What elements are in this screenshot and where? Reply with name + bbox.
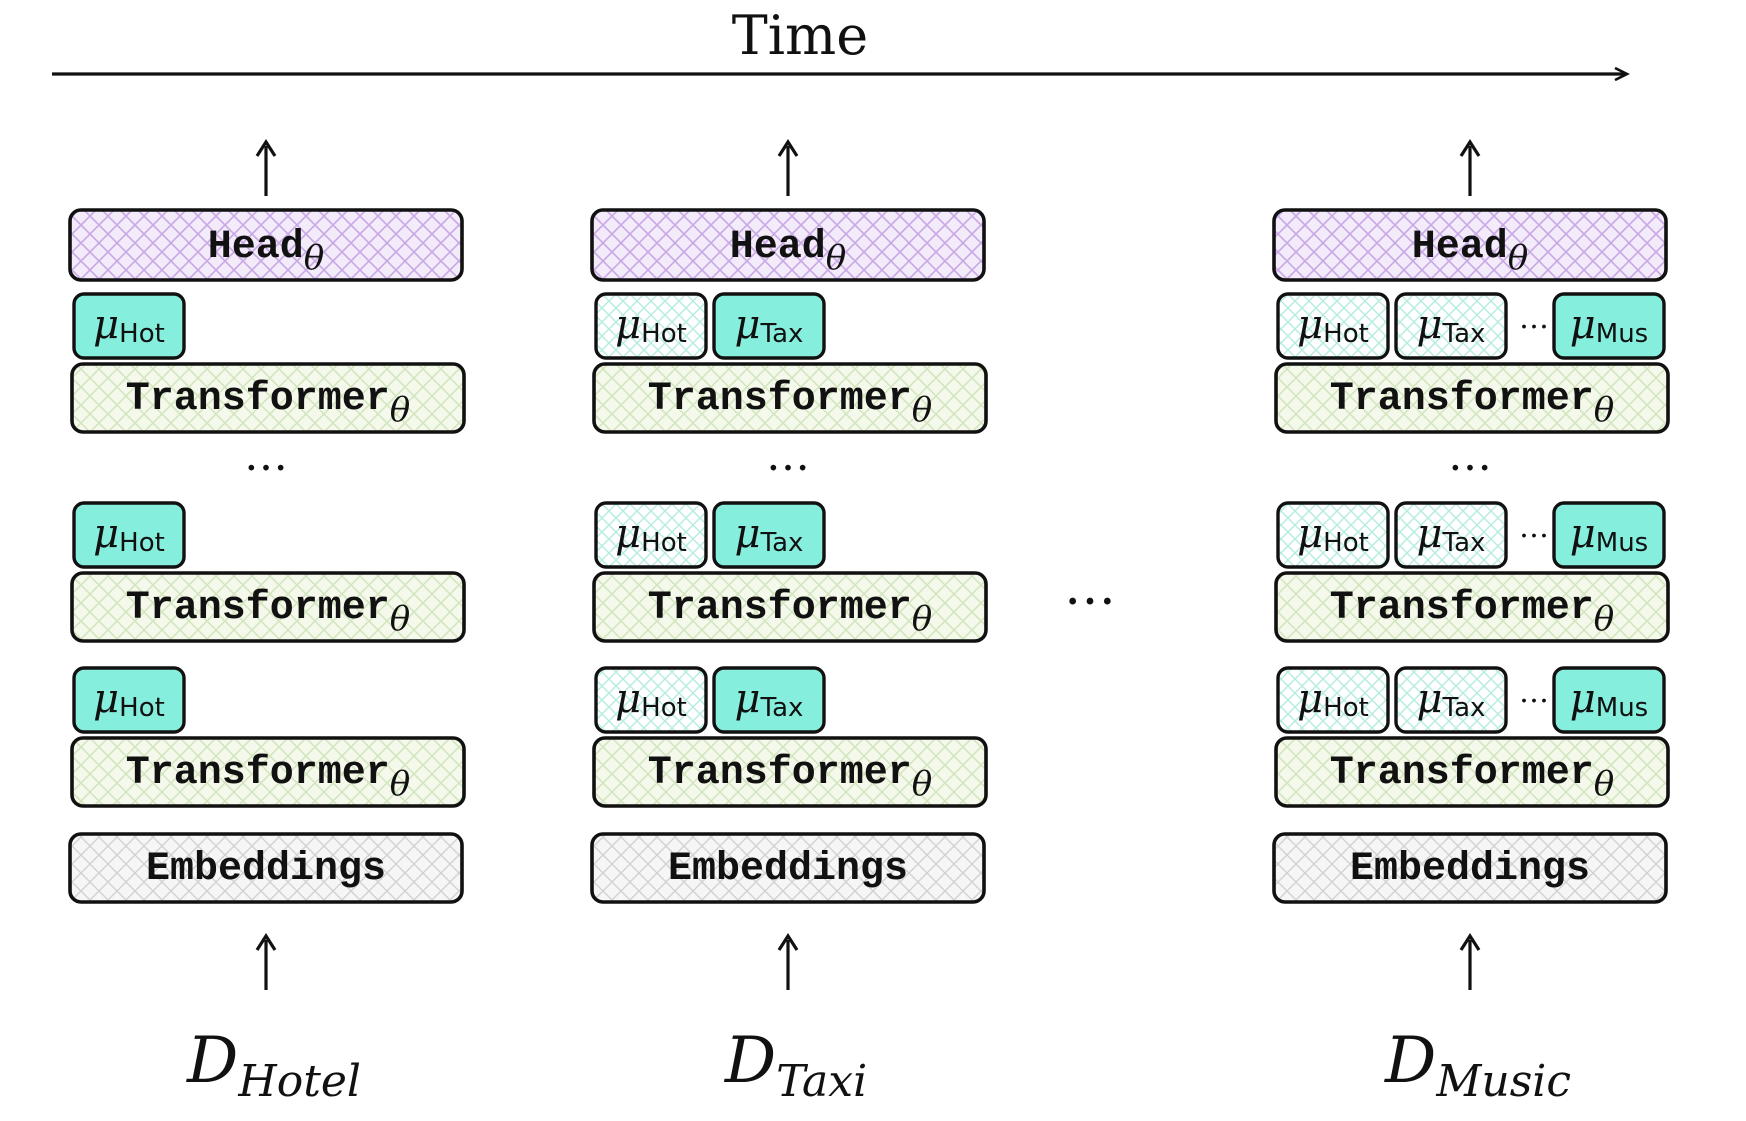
- col2-block2-adapter-hot-label: μHot: [615, 511, 687, 558]
- col3-block1-transformer-label: Transformerθ: [1330, 377, 1615, 430]
- col2-head-label: Headθ: [730, 225, 847, 278]
- col3-block2-transformer-label: Transformerθ: [1330, 586, 1615, 639]
- col3-block3-adapter-mus-box: [1552, 666, 1666, 734]
- col1-block1-adapter-hot-box: [72, 292, 186, 360]
- col1-block1-transformer-label: Transformerθ: [126, 377, 411, 430]
- col3-block3-adapter-tax-box: [1394, 666, 1508, 734]
- col3-block3-adapter-mus-label: μMus: [1570, 676, 1648, 723]
- col2-block2-transformer-label: Transformerθ: [648, 586, 933, 639]
- col2-block3-adapter-tax-box: [712, 666, 826, 734]
- col1-block2-adapter-hot-box: [72, 501, 186, 569]
- col2-block3-adapter-hot-box: [594, 666, 708, 734]
- col3-block2-transformer-box: [1274, 571, 1670, 643]
- col1-block2-transformer-label: Transformerθ: [126, 586, 411, 639]
- col3-embeddings-label: Embeddings: [1350, 847, 1590, 892]
- col1-block3-transformer-box: [70, 736, 466, 808]
- col2-block3-transformer-label: Transformerθ: [648, 751, 933, 804]
- col2-layer-ellipsis: …: [766, 430, 810, 481]
- col3-block3-adapter-hot-label: μHot: [1297, 676, 1369, 723]
- col1-dataset-label: DHotel: [186, 1024, 361, 1107]
- col3-block2-adapter-hot-box: [1276, 501, 1390, 569]
- col2-embeddings-label: Embeddings: [668, 847, 908, 892]
- col3-embeddings-box: [1272, 832, 1668, 904]
- col1-block1-adapter-hot-label: μHot: [93, 302, 165, 349]
- col3-output-arrow-head: [1459, 139, 1481, 157]
- col1-head-box: [68, 208, 464, 282]
- col1-layer-ellipsis: …: [244, 430, 288, 481]
- col1-block3-adapter-hot-box: [72, 666, 186, 734]
- col3-head-label: Headθ: [1412, 225, 1529, 278]
- col3-head-box: [1272, 208, 1668, 282]
- col3-block2-adapter-mus-box: [1552, 501, 1666, 569]
- col1-block3-transformer-label: Transformerθ: [126, 751, 411, 804]
- col2-block3-adapter-tax-label: μTax: [735, 676, 804, 723]
- col1-embeddings-box: [68, 832, 464, 904]
- col3-block1-adapter-tax-label: μTax: [1417, 302, 1486, 349]
- col1-block3-adapter-hot-label: μHot: [93, 676, 165, 723]
- col3-block2-adapter-ellipsis: …: [1519, 510, 1549, 545]
- time-label: Time: [732, 4, 868, 67]
- col1-embeddings-label: Embeddings: [146, 847, 386, 892]
- col3-block2-adapter-tax-label: μTax: [1417, 511, 1486, 558]
- col2-block3-adapter-hot-label: μHot: [615, 676, 687, 723]
- col3-block2-adapter-mus-label: μMus: [1570, 511, 1648, 558]
- col2-block3-transformer-box: [592, 736, 988, 808]
- col2-block1-adapter-hot-box: [594, 292, 708, 360]
- col3-block3-adapter-hot-box: [1276, 666, 1390, 734]
- col1-block2-transformer-box: [70, 571, 466, 643]
- col2-head-box: [590, 208, 986, 282]
- col3-block3-adapter-tax-label: μTax: [1417, 676, 1486, 723]
- col3-block1-adapter-mus-box: [1552, 292, 1666, 360]
- col1-block1-transformer-box: [70, 362, 466, 434]
- col1-output-arrow-head: [255, 139, 277, 157]
- col3-block2-adapter-hot-label: μHot: [1297, 511, 1369, 558]
- col2-output-arrow-head: [777, 139, 799, 157]
- col3-block1-adapter-hot-box: [1276, 292, 1390, 360]
- col3-dataset-label: DMusic: [1384, 1024, 1571, 1107]
- column-ellipsis: …: [1064, 557, 1116, 617]
- col2-block1-adapter-tax-box: [712, 292, 826, 360]
- col2-block2-adapter-tax-label: μTax: [735, 511, 804, 558]
- col3-block1-adapter-hot-label: μHot: [1297, 302, 1369, 349]
- col2-block1-transformer-label: Transformerθ: [648, 377, 933, 430]
- col2-block2-adapter-hot-box: [594, 501, 708, 569]
- col3-input-arrow-head: [1459, 933, 1481, 951]
- col2-block2-transformer-box: [592, 571, 988, 643]
- col3-block1-adapter-ellipsis: …: [1519, 301, 1549, 336]
- col1-input-arrow-head: [255, 933, 277, 951]
- col2-embeddings-box: [590, 832, 986, 904]
- col2-block1-adapter-tax-label: μTax: [735, 302, 804, 349]
- col2-block1-adapter-hot-label: μHot: [615, 302, 687, 349]
- col1-block2-adapter-hot-label: μHot: [93, 511, 165, 558]
- col2-input-arrow-head: [777, 933, 799, 951]
- col1-head-label: Headθ: [208, 225, 325, 278]
- col3-block1-adapter-tax-box: [1394, 292, 1508, 360]
- col3-block3-transformer-label: Transformerθ: [1330, 751, 1615, 804]
- col3-block2-adapter-tax-box: [1394, 501, 1508, 569]
- col3-block3-adapter-ellipsis: …: [1519, 675, 1549, 710]
- col2-block1-transformer-box: [592, 362, 988, 434]
- col2-dataset-label: DTaxi: [724, 1024, 867, 1107]
- col3-layer-ellipsis: …: [1448, 430, 1492, 481]
- col3-block1-adapter-mus-label: μMus: [1570, 302, 1648, 349]
- col2-block2-adapter-tax-box: [712, 501, 826, 569]
- col3-block3-transformer-box: [1274, 736, 1670, 808]
- col3-block1-transformer-box: [1274, 362, 1670, 434]
- task-columns: HeadθμHotTransformerθμHotTransformerθμHo…: [68, 139, 1670, 1107]
